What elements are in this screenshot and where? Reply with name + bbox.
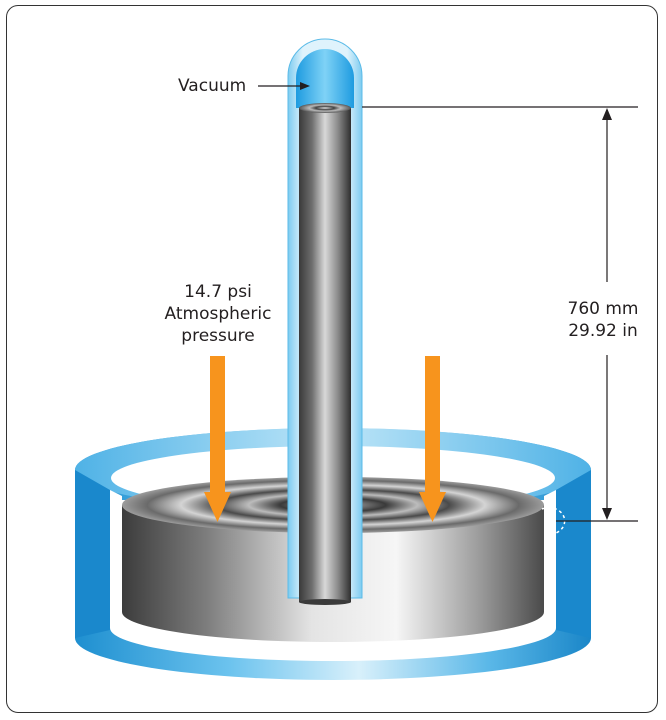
vacuum-pointer: [258, 82, 310, 90]
vacuum-label: Vacuum: [178, 76, 246, 96]
height-in-label: 29.92 in: [568, 321, 638, 341]
height-mm-label: 760 mm: [568, 299, 639, 319]
pressure-label-line3: pressure: [181, 326, 254, 346]
pressure-label-line2: Atmospheric: [165, 304, 272, 324]
arrow-down-icon-left: [204, 356, 231, 522]
vacuum-space: [296, 49, 354, 108]
height-dimension: [362, 106, 638, 522]
pressure-arrows: [204, 356, 446, 522]
mercury-column: [299, 103, 351, 605]
pressure-label-line1: 14.7 psi: [184, 282, 252, 302]
arrow-down-icon-right: [419, 356, 446, 522]
